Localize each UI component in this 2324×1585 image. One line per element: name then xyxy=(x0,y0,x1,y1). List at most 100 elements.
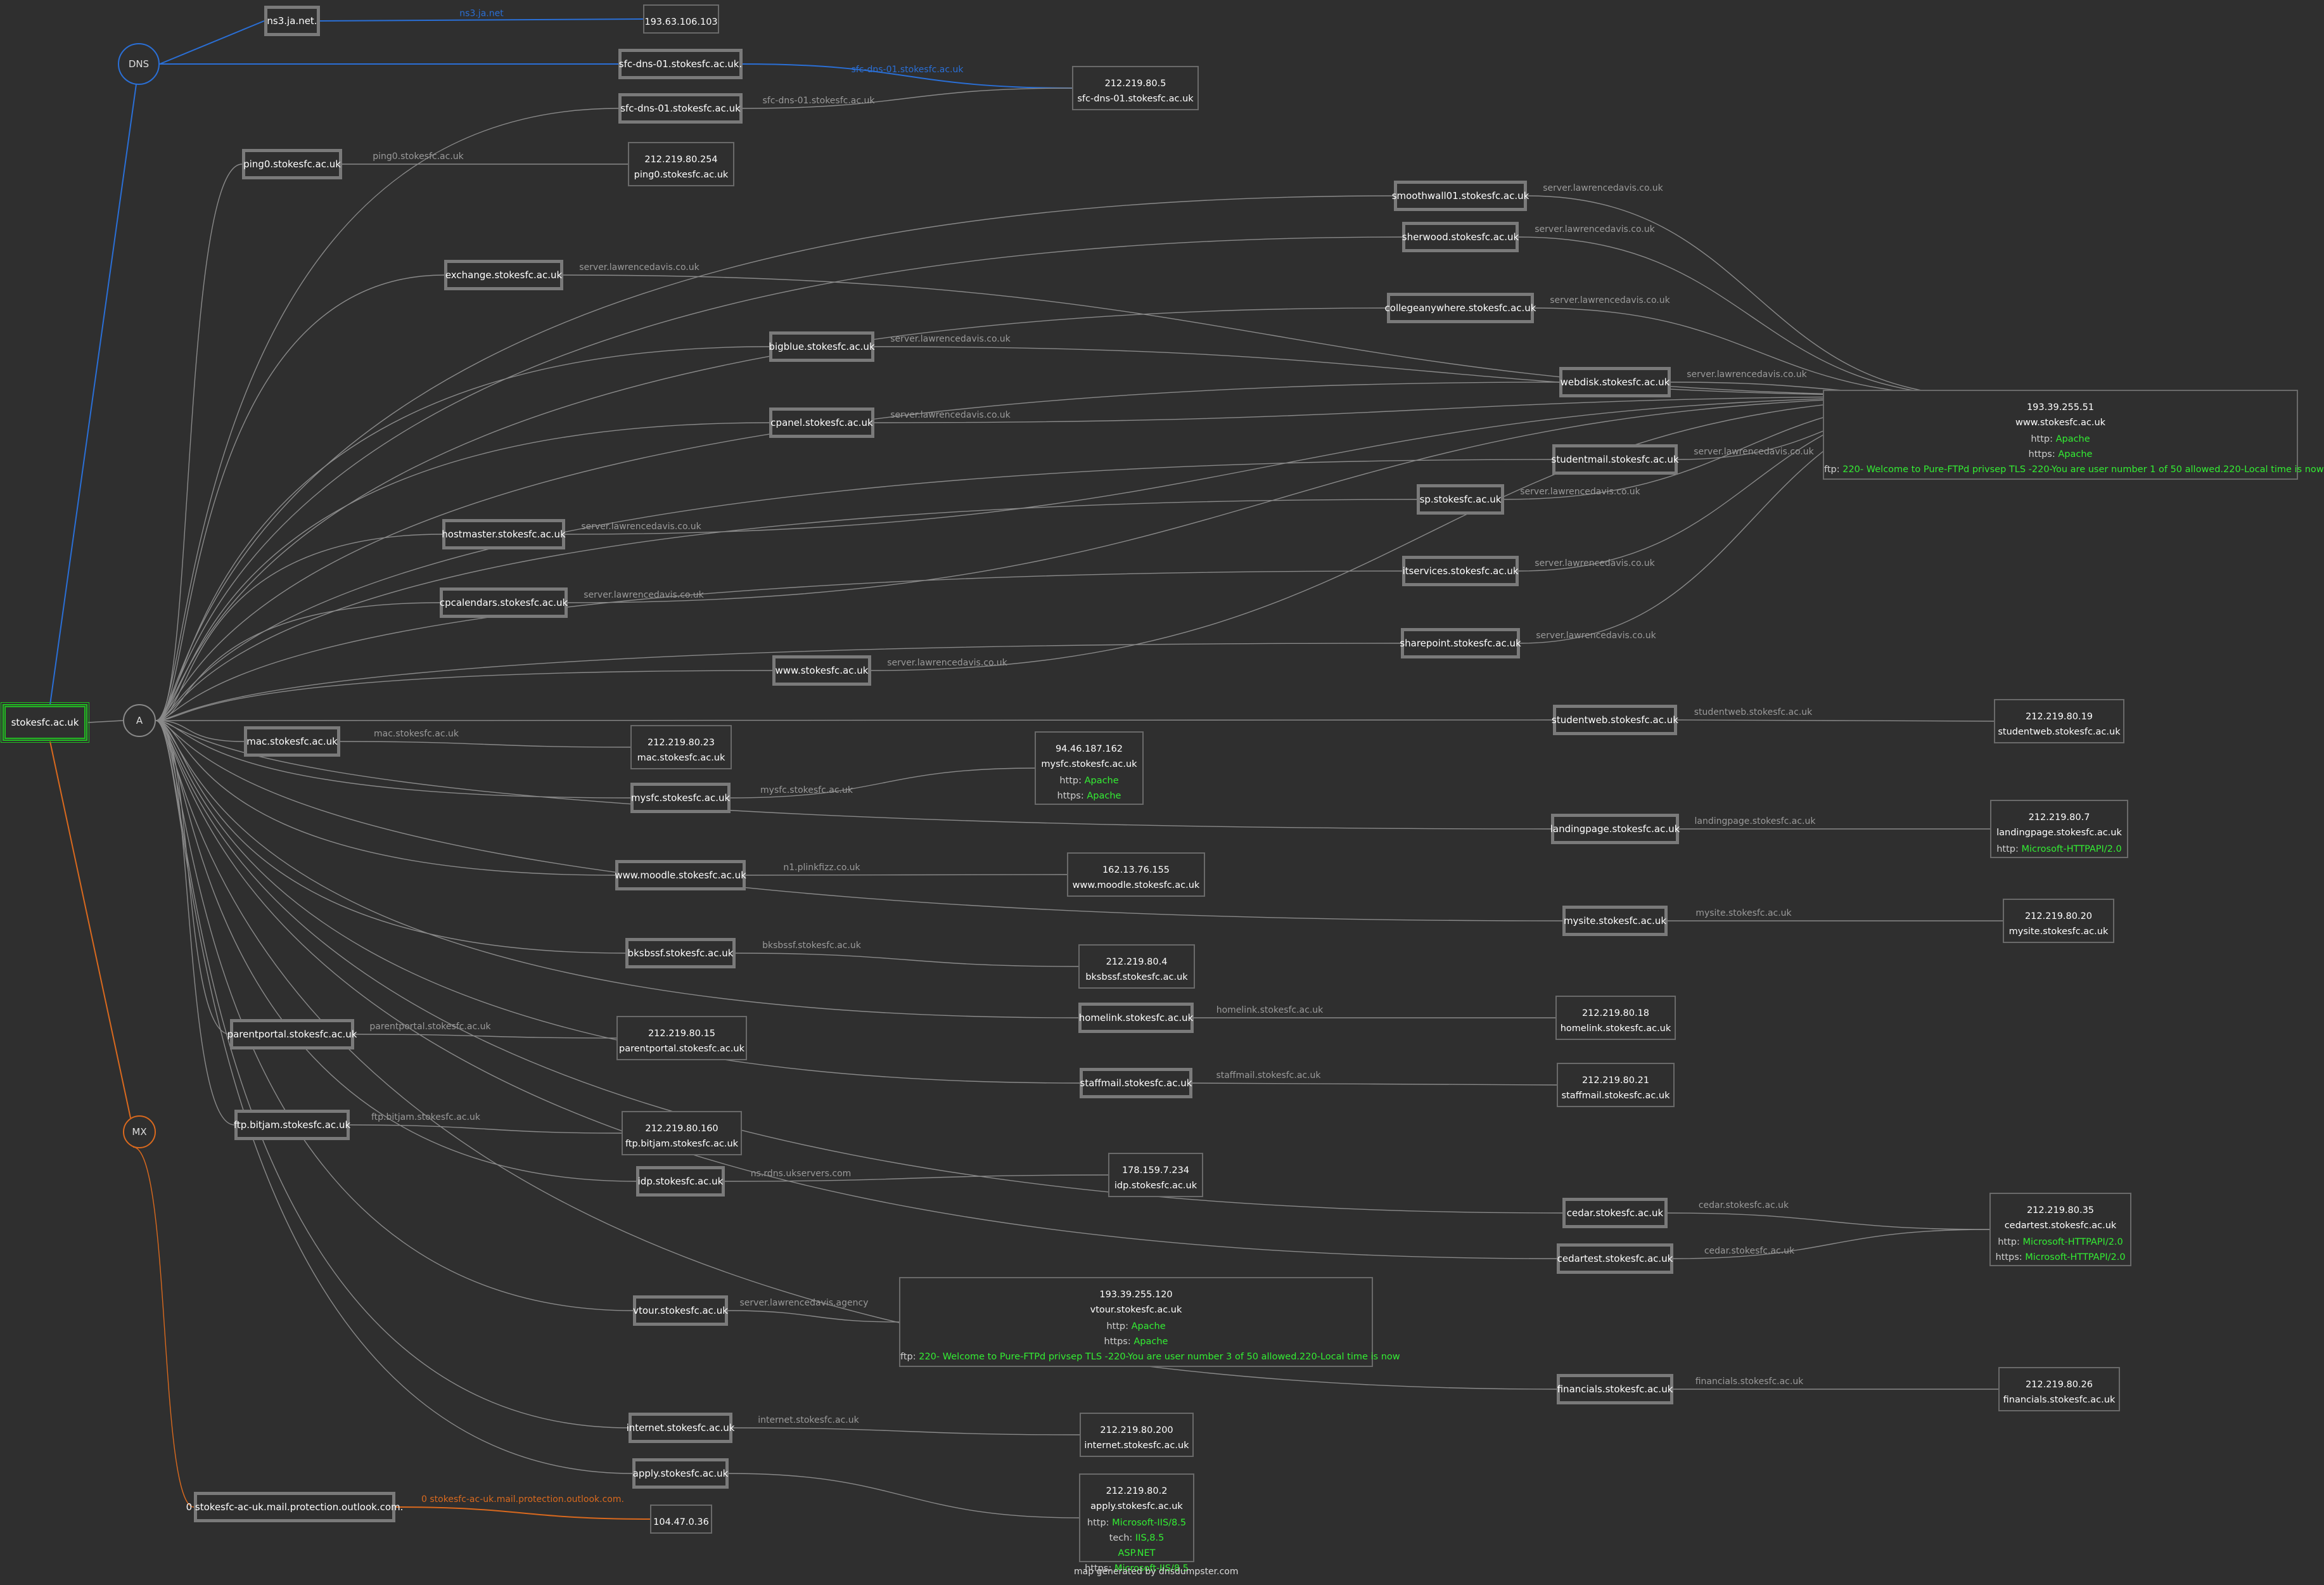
a-edge xyxy=(155,382,1560,721)
a-edge xyxy=(155,534,443,721)
a-host-node[interactable]: hostmaster.stokesfc.ac.uk xyxy=(442,519,566,549)
mx-ip-node[interactable]: 104.47.0.36 xyxy=(650,1505,712,1534)
reverse-hostname: parentportal.stokesfc.ac.uk xyxy=(619,1044,744,1054)
a-host-node[interactable]: bigblue.stokesfc.ac.uk xyxy=(769,331,875,362)
a-host-node[interactable]: internet.stokesfc.ac.uk xyxy=(627,1413,734,1443)
edge-label: server.lawrencedavis.agency xyxy=(740,1298,869,1308)
edge-label: sfc-dns-01.stokesfc.ac.uk xyxy=(852,65,964,75)
a-host-node[interactable]: idp.stokesfc.ac.uk xyxy=(636,1166,725,1197)
a-host-node[interactable]: cedar.stokesfc.ac.uk xyxy=(1562,1198,1668,1228)
a-host-node[interactable]: bksbssf.stokesfc.ac.uk xyxy=(625,938,736,968)
service-banner: http: Apache xyxy=(1824,432,2297,447)
a-host-node[interactable]: www.moodle.stokesfc.ac.uk xyxy=(615,860,746,890)
a-host-node[interactable]: webdisk.stokesfc.ac.uk xyxy=(1559,367,1671,397)
a-host-node[interactable]: itservices.stokesfc.ac.uk xyxy=(1402,556,1519,586)
edge-label: sfc-dns-01.stokesfc.ac.uk xyxy=(763,96,876,106)
a-host-node[interactable]: financials.stokesfc.ac.uk xyxy=(1557,1374,1673,1404)
a-host-node[interactable]: cedartest.stokesfc.ac.uk xyxy=(1557,1243,1673,1274)
host-to-ip-edge xyxy=(1673,1229,1990,1259)
a-ip-node[interactable]: 178.159.7.234 idp.stokesfc.ac.uk xyxy=(1108,1153,1203,1197)
host-to-ip-edge xyxy=(565,395,1985,535)
a-host-node[interactable]: sherwood.stokesfc.ac.uk xyxy=(1402,222,1519,252)
a-edge xyxy=(155,422,770,721)
a-host-node[interactable]: sp.stokesfc.ac.uk xyxy=(1417,484,1504,515)
a-host-node[interactable]: parentportal.stokesfc.ac.uk xyxy=(227,1019,357,1049)
edge-label: server.lawrencedavis.co.uk xyxy=(1536,631,1656,641)
a-host-node[interactable]: exchange.stokesfc.ac.uk xyxy=(444,260,563,290)
root-domain-node[interactable]: stokesfc.ac.uk xyxy=(1,702,89,743)
service-banner: https: Apache xyxy=(900,1334,1372,1349)
service-value: Microsoft-HTTPAPI/2.0 xyxy=(2021,844,2122,854)
a-group-node[interactable]: A xyxy=(123,704,156,737)
dns-group-node[interactable]: DNS xyxy=(118,43,160,85)
dns-host-node[interactable]: ns3.ja.net. xyxy=(264,6,320,36)
a-host-node[interactable]: mysfc.stokesfc.ac.uk xyxy=(630,783,731,813)
dns-host-node[interactable]: sfc-dns-01.stokesfc.ac.uk. xyxy=(618,49,743,79)
mx-edge xyxy=(132,1146,195,1508)
ip-address: 94.46.187.162 xyxy=(1055,744,1123,754)
host-to-ip-edge xyxy=(727,1310,900,1323)
a-host-node[interactable]: mysite.stokesfc.ac.uk xyxy=(1562,906,1668,936)
reverse-hostname: idp.stokesfc.ac.uk xyxy=(1114,1181,1197,1191)
a-edge xyxy=(155,643,1401,721)
a-host-node[interactable]: studentmail.stokesfc.ac.uk xyxy=(1552,444,1679,475)
host-to-ip-edge xyxy=(728,1473,1080,1518)
a-host-node[interactable]: studentweb.stokesfc.ac.uk xyxy=(1552,705,1678,735)
a-host-node[interactable]: cpcalendars.stokesfc.ac.uk xyxy=(440,587,568,618)
a-host-node[interactable]: ping0.stokesfc.ac.uk xyxy=(242,149,342,179)
host-to-ip-edge xyxy=(1676,719,1995,722)
service-value: Apache xyxy=(1087,791,1121,801)
a-host-node[interactable]: smoothwall01.stokesfc.ac.uk xyxy=(1392,181,1529,211)
a-host-node[interactable]: sharepoint.stokesfc.ac.uk xyxy=(1400,628,1521,658)
mx-host-node[interactable]: 0 stokesfc-ac-uk.mail.protection.outlook… xyxy=(186,1492,403,1522)
a-host-node[interactable]: staffmail.stokesfc.ac.uk xyxy=(1080,1068,1192,1098)
ip-address: 178.159.7.234 xyxy=(1121,1165,1190,1176)
a-host-node[interactable]: collegeanywhere.stokesfc.ac.uk xyxy=(1385,293,1536,323)
service-key: ftp: xyxy=(900,1352,919,1362)
a-host-node[interactable]: sfc-dns-01.stokesfc.ac.uk xyxy=(618,93,743,124)
a-edge xyxy=(155,720,1563,921)
service-value: ASP.NET xyxy=(1118,1548,1156,1558)
service-value: Microsoft-IIS/8.5 xyxy=(1112,1518,1187,1528)
a-edge xyxy=(155,720,633,1474)
a-host-node[interactable]: ftp.bitjam.stokesfc.ac.uk xyxy=(234,1110,350,1140)
edge-label: studentweb.stokesfc.ac.uk xyxy=(1694,707,1813,717)
a-host-node[interactable]: landingpage.stokesfc.ac.uk xyxy=(1550,814,1680,844)
host-to-ip-edge xyxy=(874,395,1985,423)
edge-label: server.lawrencedavis.co.uk xyxy=(579,262,699,273)
a-host-node[interactable]: mac.stokesfc.ac.uk xyxy=(244,726,340,757)
mx-group-node[interactable]: MX xyxy=(123,1115,156,1148)
edge-label: bksbssf.stokesfc.ac.uk xyxy=(762,940,862,951)
edge-label: server.lawrencedavis.co.uk xyxy=(887,658,1007,668)
root-to-a-edge xyxy=(87,720,124,723)
a-host-node[interactable]: apply.stokesfc.ac.uk xyxy=(632,1458,729,1489)
a-host-node[interactable]: homelink.stokesfc.ac.uk xyxy=(1078,1003,1194,1033)
a-host-node[interactable]: www.stokesfc.ac.uk xyxy=(772,655,871,686)
edge-label: ns.rdns.ukservers.com xyxy=(751,1169,852,1179)
service-value: IIS,8.5 xyxy=(1135,1533,1165,1543)
a-host-node[interactable]: vtour.stokesfc.ac.uk xyxy=(633,1295,728,1326)
edge-label: server.lawrencedavis.co.uk xyxy=(584,590,704,600)
service-value: Apache xyxy=(1131,1321,1166,1332)
dns-ip-node[interactable]: 193.63.106.103 xyxy=(643,4,719,34)
a-host-node[interactable]: cpanel.stokesfc.ac.uk xyxy=(769,407,874,438)
